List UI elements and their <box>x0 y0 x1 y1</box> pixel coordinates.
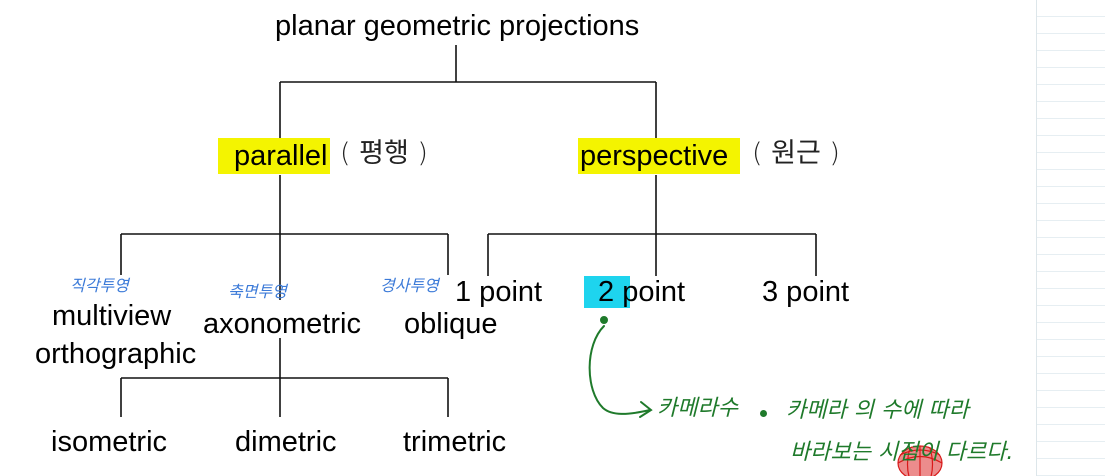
node-trimetric: trimetric <box>403 426 507 458</box>
node-oblique: oblique <box>404 308 498 340</box>
perspective-label: perspective <box>578 138 741 174</box>
annotation-line2: 바라보는 시점이 다르다. <box>790 440 1014 465</box>
node-parallel: parallel <box>218 138 330 174</box>
node-1-point: 1 point <box>455 276 543 308</box>
notebook-margin <box>1036 0 1105 476</box>
annotation-line1-a: 카메라수 <box>657 396 738 421</box>
red-sketch <box>897 445 943 476</box>
node-axonometric: axonometric <box>203 308 361 340</box>
node-dimetric: dimetric <box>235 426 337 458</box>
two-point-number: 2 <box>584 276 631 308</box>
annotation-arrow <box>588 316 653 418</box>
node-root: planar geometric projections <box>275 10 640 42</box>
multiview-note: 직각투영 <box>70 276 129 295</box>
node-multiview: multiview <box>52 300 172 332</box>
parallel-label: parallel <box>218 138 330 174</box>
two-point-suffix: point <box>614 276 686 308</box>
parallel-note: ( 평행 ) <box>340 138 428 169</box>
node-2-point: 2 point <box>584 276 686 308</box>
node-3-point: 3 point <box>762 276 850 308</box>
annotation-line1-b: 카메라 의 수에 따라 <box>786 398 969 423</box>
node-isometric: isometric <box>51 426 168 458</box>
annotation-dot <box>760 410 767 417</box>
oblique-note: 경사투영 <box>380 276 439 295</box>
perspective-note: ( 원근 ) <box>752 138 840 169</box>
node-orthographic: orthographic <box>35 338 197 370</box>
node-perspective: perspective <box>578 138 741 174</box>
axonometric-note: 축면투영 <box>228 282 287 301</box>
